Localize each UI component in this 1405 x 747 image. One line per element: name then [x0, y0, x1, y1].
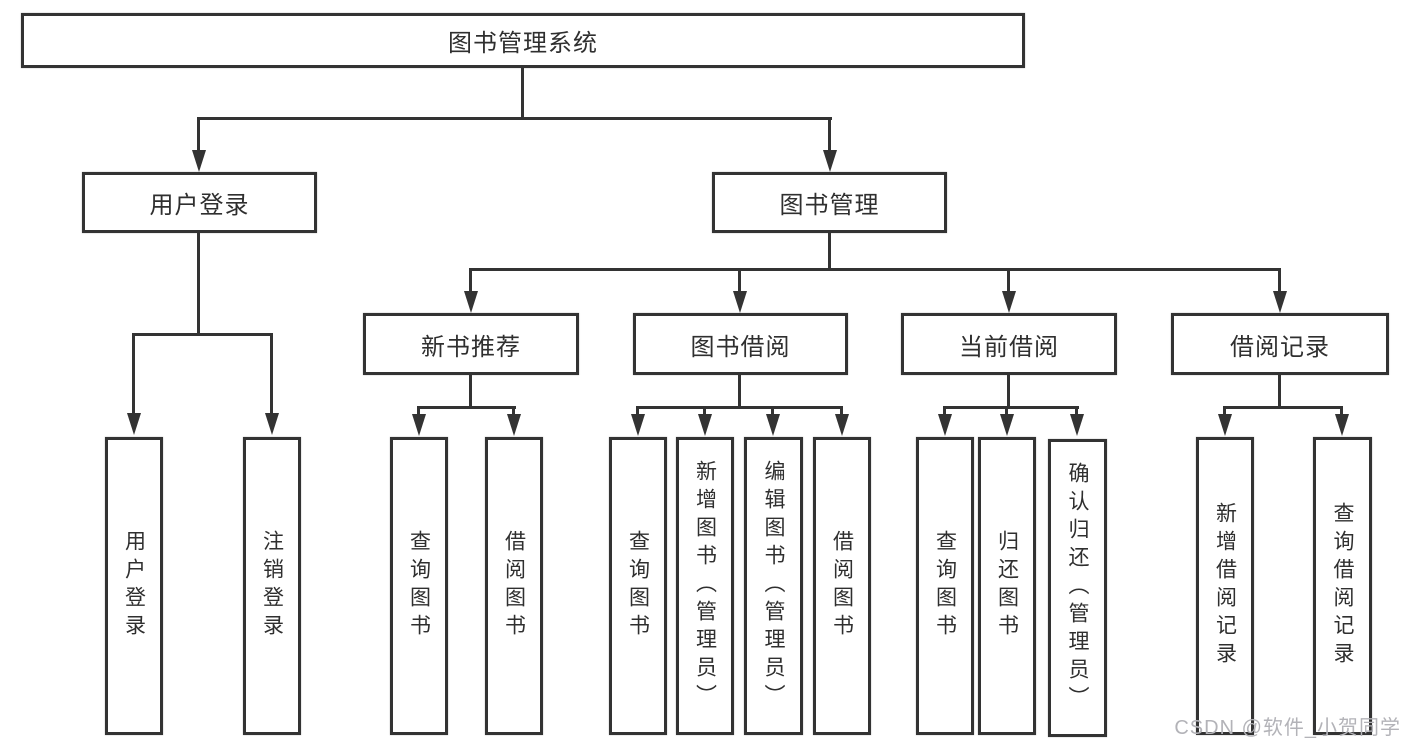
leaf-edit-books-admin: 编辑图书（管理员） [744, 437, 803, 735]
node-current-borrow: 当前借阅 [901, 313, 1117, 375]
leaf-query-books-borrow-label: 查询图书 [626, 530, 650, 642]
leaf-confirm-return-admin: 确认归还（管理员） [1048, 439, 1107, 737]
leaf-query-books-borrow: 查询图书 [609, 437, 667, 735]
arrowhead-leaf [1000, 414, 1014, 436]
connector-leaf-drop [270, 333, 273, 415]
leaf-confirm-return-admin-label: 确认归还（管理员） [1066, 462, 1089, 714]
connector-level3-drop [1278, 268, 1281, 293]
node-book-management: 图书管理 [712, 172, 947, 233]
arrowhead-leaf [1335, 414, 1349, 436]
connector-level2-rail [197, 117, 832, 120]
leaf-user-login-label: 用户登录 [122, 530, 146, 642]
node-user-login-label: 用户登录 [149, 192, 250, 219]
node-book-management-label: 图书管理 [779, 192, 880, 219]
connector-leaf-drop [636, 406, 639, 417]
connector-level3-drop [1007, 268, 1010, 293]
connector-borrow-records-stem [1278, 375, 1281, 409]
node-borrow-records: 借阅记录 [1171, 313, 1389, 375]
arrowhead-leaf [698, 414, 712, 436]
node-library-management-system-label: 图书管理系统 [448, 30, 598, 57]
arrowhead-leaf [835, 414, 849, 436]
node-library-management-system: 图书管理系统 [21, 13, 1025, 68]
leaf-edit-books-admin-label: 编辑图书（管理员） [762, 460, 785, 712]
leaf-return-books: 归还图书 [978, 437, 1036, 735]
connector-leaf-drop [1340, 406, 1343, 417]
leaf-logout-label: 注销登录 [260, 530, 284, 642]
arrowhead-leaf [1218, 414, 1232, 436]
leaf-add-borrow-record: 新增借阅记录 [1196, 437, 1254, 735]
connector-leaf-drop [1075, 406, 1078, 417]
connector-book-mgmt-stem [828, 233, 831, 271]
connector-root-stem [521, 68, 524, 120]
connector-group-d-rail [1223, 406, 1343, 409]
arrowhead-borrow-records [1273, 291, 1287, 313]
connector-leaf-drop [771, 406, 774, 417]
connector-leaf-drop [943, 406, 946, 417]
node-new-book-recommend: 新书推荐 [363, 313, 579, 375]
leaf-add-books-admin: 新增图书（管理员） [676, 437, 734, 735]
arrowhead-leaf [127, 413, 141, 435]
connector-leaf-drop [512, 406, 515, 417]
connector-group-c-rail [943, 406, 1079, 409]
arrowhead-leaf [631, 414, 645, 436]
leaf-query-borrow-record: 查询借阅记录 [1313, 437, 1372, 735]
connector-leaf-drop [417, 406, 420, 417]
leaf-borrow-books-recommend: 借阅图书 [485, 437, 543, 735]
leaf-query-books-current-label: 查询图书 [933, 530, 957, 642]
connector-book-borrow-stem [738, 375, 741, 409]
watermark: CSDN @软件_小贺同学 [1174, 717, 1401, 739]
arrowhead-book-borrow [733, 291, 747, 313]
connector-level3-rail [469, 268, 1281, 271]
arrowhead-user-login [192, 150, 206, 172]
connector-user-login-stem [197, 233, 200, 336]
leaf-query-borrow-record-label: 查询借阅记录 [1331, 502, 1354, 670]
arrowhead-leaf [265, 413, 279, 435]
connector-leaf-drop [703, 406, 706, 417]
leaf-add-borrow-record-label: 新增借阅记录 [1213, 502, 1237, 670]
connector-leaf-drop [132, 333, 135, 415]
arrowhead-new-book [464, 291, 478, 313]
node-book-borrow: 图书借阅 [633, 313, 848, 375]
leaf-borrow-books: 借阅图书 [813, 437, 871, 735]
leaf-user-login: 用户登录 [105, 437, 163, 735]
node-user-login: 用户登录 [82, 172, 317, 233]
node-book-borrow-label: 图书借阅 [690, 333, 791, 361]
arrowhead-current-borrow [1002, 291, 1016, 313]
connector-level3-drop [469, 268, 472, 293]
leaf-query-books-recommend-label: 查询图书 [407, 530, 431, 642]
arrowhead-leaf [412, 414, 426, 436]
leaf-borrow-books-label: 借阅图书 [830, 530, 854, 642]
leaf-logout: 注销登录 [243, 437, 301, 735]
node-borrow-records-label: 借阅记录 [1230, 333, 1330, 361]
leaf-query-books-recommend: 查询图书 [390, 437, 448, 735]
connector-level3-drop [738, 268, 741, 293]
arrowhead-leaf [507, 414, 521, 436]
leaf-query-books-current: 查询图书 [916, 437, 974, 735]
connector-book-mgmt-drop [828, 117, 831, 153]
connector-group-b-rail [636, 406, 843, 409]
arrowhead-book-mgmt [823, 150, 837, 172]
leaf-return-books-label: 归还图书 [995, 530, 1019, 642]
leaf-borrow-books-recommend-label: 借阅图书 [502, 530, 526, 642]
connector-leaf-drop [1223, 406, 1226, 417]
node-current-borrow-label: 当前借阅 [959, 333, 1059, 361]
connector-group-a-rail [417, 406, 516, 409]
node-new-book-recommend-label: 新书推荐 [421, 333, 521, 361]
connector-new-book-stem [469, 375, 472, 409]
connector-user-login-drop [197, 117, 200, 153]
arrowhead-leaf [766, 414, 780, 436]
arrowhead-leaf [938, 414, 952, 436]
connector-leaf-drop [840, 406, 843, 417]
arrowhead-leaf [1070, 414, 1084, 436]
connector-leaf-drop [1005, 406, 1008, 417]
connector-user-login-rail [132, 333, 273, 336]
leaf-add-books-admin-label: 新增图书（管理员） [693, 460, 717, 712]
connector-current-borrow-stem [1007, 375, 1010, 409]
